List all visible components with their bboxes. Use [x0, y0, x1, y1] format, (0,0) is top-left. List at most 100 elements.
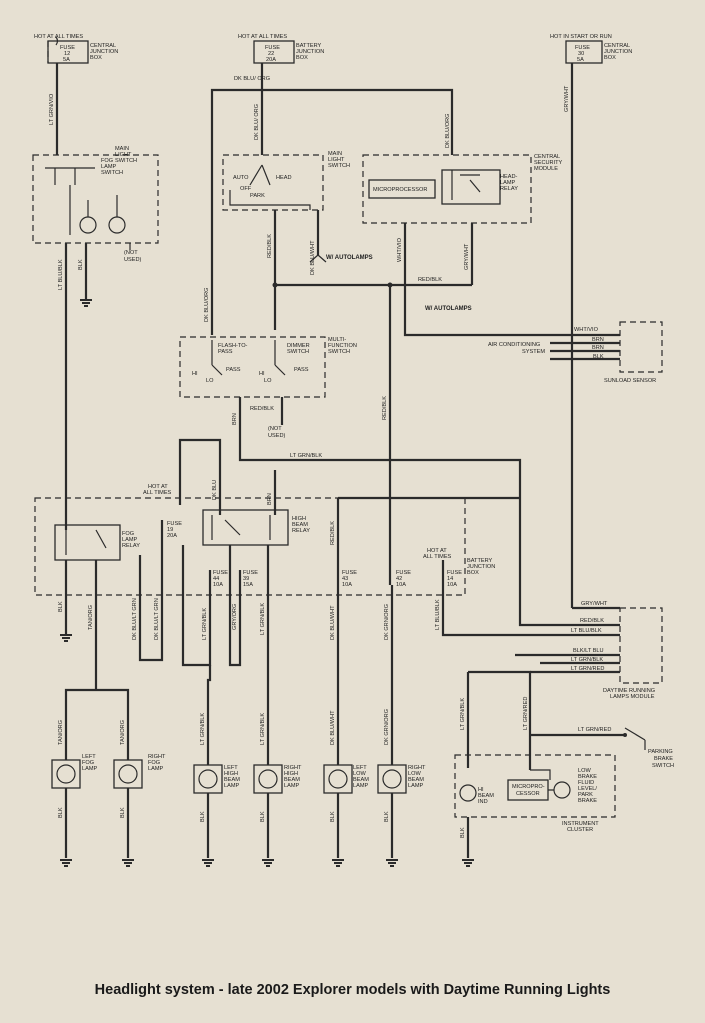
svg-text:FUSE: FUSE [213, 570, 228, 576]
svg-text:FUNCTION: FUNCTION [328, 343, 357, 349]
svg-text:JUNCTION: JUNCTION [604, 49, 632, 55]
svg-text:SECURITY: SECURITY [534, 160, 563, 166]
svg-text:LAMP: LAMP [500, 180, 516, 186]
svg-text:ALL TIMES: ALL TIMES [143, 490, 172, 496]
svg-text:BRAKE: BRAKE [578, 774, 597, 780]
svg-text:FLUID: FLUID [578, 780, 594, 786]
svg-text:LT GRN/RED: LT GRN/RED [571, 666, 604, 672]
svg-text:MODULE: MODULE [534, 166, 558, 172]
svg-text:WHT/VIO: WHT/VIO [397, 237, 403, 262]
svg-text:DIMMER: DIMMER [287, 343, 310, 349]
svg-text:LAMP: LAMP [224, 783, 240, 789]
svg-text:HI: HI [192, 371, 198, 377]
svg-text:AIR CONDITIONING: AIR CONDITIONING [488, 342, 540, 348]
svg-text:LT GRN/BLK: LT GRN/BLK [202, 608, 208, 640]
svg-text:RED/BLK: RED/BLK [382, 396, 388, 420]
svg-text:BOX: BOX [90, 55, 102, 61]
svg-text:20A: 20A [266, 57, 276, 63]
svg-text:FLASH-TO-: FLASH-TO- [218, 343, 248, 349]
svg-text:SWITCH: SWITCH [652, 763, 674, 769]
svg-text:SWITCH: SWITCH [115, 158, 137, 164]
svg-text:W/ AUTOLAMPS: W/ AUTOLAMPS [425, 306, 472, 312]
svg-text:LT BLU/BLK: LT BLU/BLK [571, 628, 602, 634]
svg-text:BEAM: BEAM [284, 777, 300, 783]
svg-text:FUSE: FUSE [447, 570, 462, 576]
svg-text:FOG: FOG [101, 158, 113, 164]
svg-text:LAMP: LAMP [353, 783, 369, 789]
svg-text:SWITCH: SWITCH [101, 170, 123, 176]
svg-text:BEAM: BEAM [353, 777, 369, 783]
svg-text:HI: HI [259, 371, 265, 377]
svg-text:43: 43 [342, 576, 348, 582]
fog-bulb-2 [108, 216, 126, 234]
right-high-beam-lamp: RIGHT HIGH BEAM LAMP [253, 764, 302, 794]
main-light-switch-fog: FOG LAMP SWITCH MAIN LIGHT SWITCH [32, 146, 159, 244]
svg-text:BLK: BLK [260, 811, 266, 822]
svg-text:GRY/WHT: GRY/WHT [464, 243, 470, 270]
svg-text:LT GRN/BLK: LT GRN/BLK [571, 657, 603, 663]
svg-text:HEAD: HEAD [276, 175, 292, 181]
svg-text:12: 12 [64, 51, 70, 57]
svg-text:10A: 10A [213, 582, 223, 588]
svg-text:RED/BLK: RED/BLK [418, 277, 442, 283]
svg-text:HOT AT: HOT AT [148, 484, 168, 490]
svg-text:HOT IN START OR RUN: HOT IN START OR RUN [550, 34, 612, 40]
svg-text:BLK: BLK [58, 601, 64, 612]
svg-text:OFF: OFF [240, 186, 252, 192]
svg-text:BOX: BOX [467, 570, 479, 576]
power-label: HOT AT ALL TIMES [34, 34, 83, 40]
svg-text:BRN: BRN [232, 413, 238, 425]
svg-text:SWITCH: SWITCH [328, 163, 350, 169]
svg-text:FOG: FOG [82, 760, 94, 766]
svg-text:RED/BLK: RED/BLK [250, 406, 274, 412]
svg-text:PARKING: PARKING [648, 749, 673, 755]
svg-text:IND: IND [478, 799, 488, 805]
power-source-central-junction-2: HOT IN START OR RUN FUSE 30 5A CENTRAL J… [550, 34, 632, 64]
svg-text:FOG: FOG [148, 760, 160, 766]
svg-text:BEAM: BEAM [224, 777, 240, 783]
svg-text:FOG: FOG [122, 531, 134, 537]
sunload-sensor: SUNLOAD SENSOR AIR CONDITIONING SYSTEM B… [488, 321, 663, 384]
svg-text:AUTO: AUTO [233, 175, 249, 181]
svg-text:10A: 10A [447, 582, 457, 588]
svg-text:10A: 10A [342, 582, 352, 588]
svg-text:PARK: PARK [250, 193, 265, 199]
svg-text:BRAKE: BRAKE [578, 798, 597, 804]
svg-text:DK BLU/WHT: DK BLU/WHT [330, 605, 336, 640]
svg-text:39: 39 [243, 576, 249, 582]
svg-text:LAMP: LAMP [284, 783, 300, 789]
svg-text:DK BLU/LT GRN: DK BLU/LT GRN [132, 598, 138, 640]
svg-text:LT GRN/BLK: LT GRN/BLK [260, 603, 266, 635]
svg-text:PASS: PASS [218, 349, 233, 355]
svg-text:LIGHT: LIGHT [115, 152, 132, 158]
svg-text:TAN/ORG: TAN/ORG [88, 605, 94, 630]
svg-text:LT GRN/RED: LT GRN/RED [523, 697, 529, 730]
svg-text:HI: HI [478, 787, 484, 793]
svg-text:MICROPRO-: MICROPRO- [512, 784, 545, 790]
svg-text:SYSTEM: SYSTEM [522, 349, 545, 355]
svg-text:BLK: BLK [330, 811, 336, 822]
svg-text:PARK: PARK [578, 792, 593, 798]
ground-symbols [60, 859, 474, 867]
svg-text:DK BLU/LT GRN: DK BLU/LT GRN [154, 598, 160, 640]
svg-text:HIGH: HIGH [284, 771, 298, 777]
diagram-caption: Headlight system - late 2002 Explorer mo… [94, 982, 611, 998]
svg-text:BRN: BRN [267, 493, 273, 505]
main-light-switch-head: MAIN LIGHT SWITCH AUTO OFF PARK HEAD [222, 151, 350, 211]
svg-text:LOW: LOW [408, 771, 421, 777]
left-high-beam-lamp: LEFT HIGH BEAM LAMP [193, 764, 240, 794]
svg-text:42: 42 [396, 576, 402, 582]
svg-text:GRY/WHT: GRY/WHT [581, 601, 608, 607]
fog-bulb-1 [79, 216, 97, 234]
battery-junction-box: HOT AT ALL TIMES FUSE 19 20A HOT AT ALL … [34, 484, 495, 596]
svg-text:(NOT: (NOT [124, 250, 138, 256]
svg-text:5A: 5A [63, 57, 70, 63]
svg-text:BLK: BLK [200, 811, 206, 822]
svg-text:LOW: LOW [353, 771, 366, 777]
svg-text:LEFT: LEFT [224, 765, 238, 771]
svg-text:19: 19 [167, 527, 173, 533]
svg-text:BLK/LT BLU: BLK/LT BLU [573, 648, 604, 654]
svg-text:BOX: BOX [604, 55, 616, 61]
multi-function-switch: MULTI- FUNCTION SWITCH FLASH-TO- PASS DI… [179, 336, 357, 398]
